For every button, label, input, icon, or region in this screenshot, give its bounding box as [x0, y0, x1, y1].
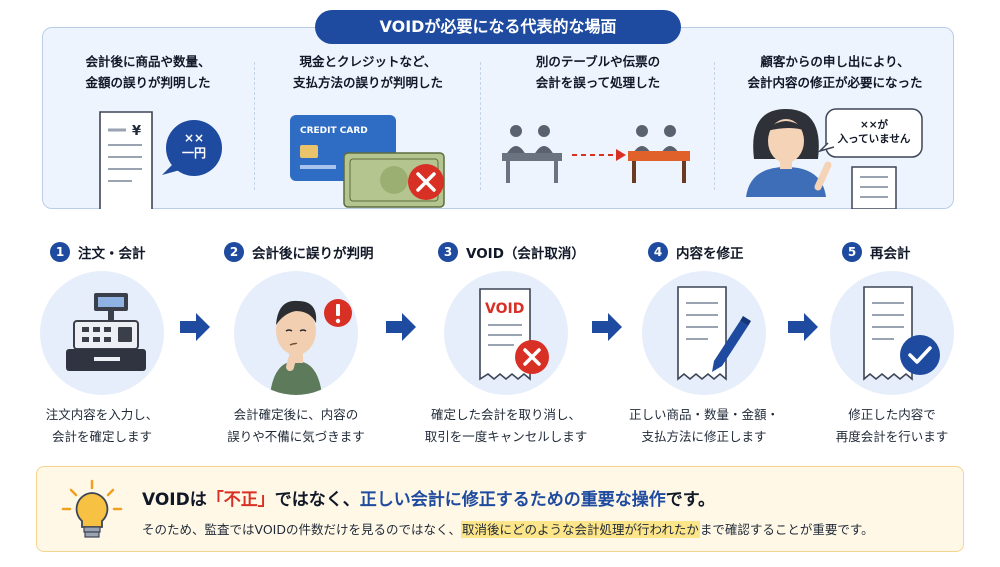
edit-document-icon [677, 286, 751, 381]
step-1-header: 1 注文・会計 [50, 241, 146, 263]
arrow-right-icon [592, 313, 622, 341]
arrow-right-icon [180, 313, 210, 341]
emphasis-correction: 正しい会計に修正するための重要な操作 [359, 490, 666, 510]
key-point-detail: そのため、監査ではVOIDの件数だけを見るのではなく、取消後にどのような会計処理… [142, 521, 874, 538]
void-label: VOID [485, 301, 524, 317]
step-description: 注文内容を入力し、 会計を確定します [45, 407, 159, 444]
table-transfer-icon [502, 125, 690, 183]
receipt-check-icon [863, 286, 940, 381]
lightbulb-icon [61, 479, 123, 538]
scenario-text: 別のテーブルや伝票の 会計を誤って処理した [535, 54, 661, 90]
step-title: 再会計 [870, 246, 911, 262]
scenario-item-payment-error: 現金とクレジットなど、 支払方法の誤りが判明した CREDIT CARD [256, 27, 480, 209]
cash-register-icon [66, 293, 146, 371]
arrow-right-icon [788, 313, 818, 341]
scenario-text: 顧客からの申し出により、 会計内容の修正が必要になった [747, 54, 923, 90]
card-cash-icon: CREDIT CARD [290, 115, 445, 208]
step-title: VOID（会計取消） [466, 246, 585, 262]
step-description: 会計確定後に、内容の 誤りや不備に気づきます [227, 407, 365, 444]
bubble-text: ××が 入っていません [837, 119, 911, 145]
emphasis-fraud: 「不正」 [206, 490, 275, 510]
void-receipt-icon: VOID [479, 288, 549, 381]
step-number: 2 [224, 242, 244, 262]
step-title: 内容を修正 [676, 246, 744, 262]
worried-person-icon [270, 299, 352, 395]
scenario-item-wrong-table: 別のテーブルや伝票の 会計を誤って処理した [482, 27, 714, 209]
step-2-header: 2 会計後に誤りが判明 [224, 241, 374, 263]
step-number: 4 [648, 242, 668, 262]
step-5-header: 5 再会計 [842, 241, 911, 263]
customer-claim-icon [746, 108, 923, 209]
step-3-illustration: VOID [444, 271, 568, 395]
bubble-text: ×× 一円 [181, 131, 206, 160]
step-2-illustration [234, 271, 358, 395]
step-3-header: 3 VOID（会計取消） [438, 241, 585, 263]
arrow-right-icon [386, 313, 416, 341]
card-label: CREDIT CARD [300, 126, 368, 136]
step-number: 3 [438, 242, 458, 262]
key-point-callout: VOIDは「不正」ではなく、正しい会計に修正するための重要な操作です。 そのため… [36, 466, 964, 552]
step-title: 会計後に誤りが判明 [252, 246, 374, 262]
divider [254, 62, 255, 190]
divider [714, 62, 715, 190]
scenario-text: 会計後に商品や数量、 金額の誤りが判明した [85, 54, 211, 90]
step-5-illustration [830, 271, 954, 395]
scenario-text: 現金とクレジットなど、 支払方法の誤りが判明した [292, 54, 443, 90]
step-number: 5 [842, 242, 862, 262]
scenario-item-amount-error: 会計後に商品や数量、 金額の誤りが判明した ¥ ×× 一円 [42, 27, 254, 209]
scenarios-title: VOIDが必要になる代表的な場面 [315, 10, 681, 44]
step-description: 正しい商品・数量・金額・ 支払方法に修正します [628, 407, 779, 444]
step-description: 修正した内容で 再度会計を行います [835, 407, 949, 444]
step-title: 注文・会計 [78, 246, 146, 262]
step-4-header: 4 内容を修正 [648, 241, 744, 263]
scenario-item-customer-request: 顧客からの申し出により、 会計内容の修正が必要になった ××が 入っていません [716, 27, 954, 209]
step-1-illustration [40, 271, 164, 395]
key-point-main: VOIDは「不正」ではなく、正しい会計に修正するための重要な操作です。 [142, 490, 716, 510]
divider [480, 62, 481, 190]
step-description: 確定した会計を取り消し、 取引を一度キャンセルします [424, 407, 588, 444]
step-4-illustration [642, 271, 766, 395]
highlighted-text: 取消後にどのような会計処理が行われたか [460, 521, 700, 538]
receipt-bubble-icon: ¥ [99, 111, 222, 209]
yen-symbol: ¥ [132, 124, 141, 139]
step-number: 1 [50, 242, 70, 262]
